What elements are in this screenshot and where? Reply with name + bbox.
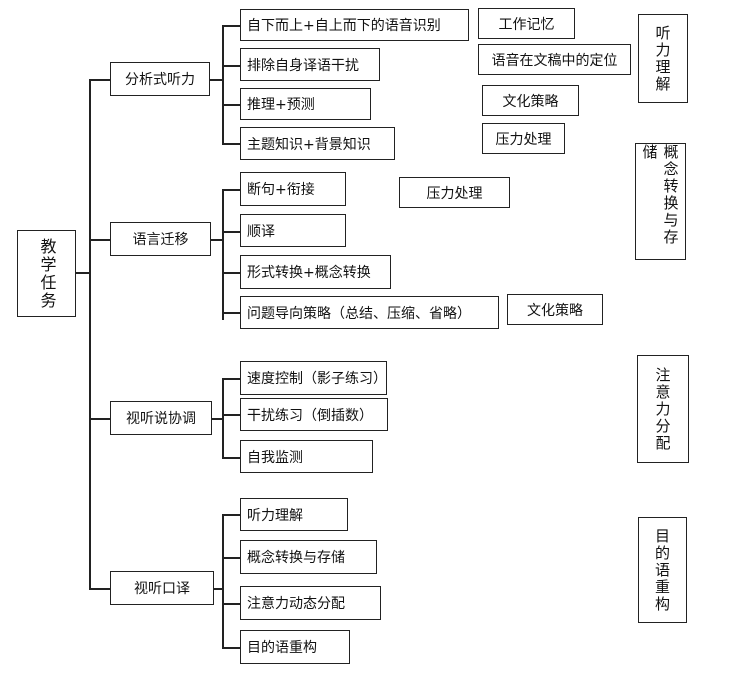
- note-pressure-2: 压力处理: [399, 177, 510, 208]
- goal-target-language-reconstruction: 目的语重构: [638, 517, 687, 623]
- item-problem-oriented-strategy: 问题导向策略（总结、压缩、省略）: [240, 296, 499, 329]
- branch-3-tick-3: [222, 457, 240, 459]
- note-working-memory: 工作记忆: [478, 8, 575, 39]
- branch-audio-visual-coordination: 视听说协调: [110, 401, 212, 435]
- item-topic-background-knowledge: 主题知识+背景知识: [240, 127, 395, 160]
- goal-attention-allocation: 注意力分配: [637, 355, 689, 463]
- branch-3-tick-2: [222, 414, 240, 416]
- item-segmentation-cohesion: 断句+衔接: [240, 172, 346, 206]
- branch-2-tick-4: [222, 312, 240, 314]
- branch-1-spine: [222, 25, 224, 144]
- item-listening-comprehension: 听力理解: [240, 498, 348, 531]
- item-interference-practice: 干扰练习（倒插数）: [240, 398, 388, 431]
- branch-2-tick-3: [222, 272, 240, 274]
- branch-2-stub: [211, 239, 223, 241]
- item-linear-translation: 顺译: [240, 214, 346, 247]
- item-attention-allocation: 注意力动态分配: [240, 586, 381, 620]
- root-node: 教学任务: [17, 230, 76, 317]
- branch-4-tick-1: [222, 514, 240, 516]
- branch-4-tick-2: [222, 557, 240, 559]
- goal-listening-comprehension: 听力理解: [638, 14, 688, 103]
- branch-4-stub: [214, 588, 223, 590]
- item-form-concept-conversion: 形式转换+概念转换: [240, 255, 391, 289]
- branch-3-spine: [222, 378, 224, 458]
- branch-2-spine: [222, 189, 224, 320]
- item-exclude-self-interference: 排除自身译语干扰: [240, 48, 380, 81]
- trunk-branch-4-line: [89, 588, 111, 590]
- note-speech-position: 语音在文稿中的定位: [478, 44, 631, 75]
- trunk-branch-2-line: [89, 239, 111, 241]
- item-concept-conversion-storage: 概念转换与存储: [240, 540, 377, 574]
- branch-1-tick-1: [222, 25, 240, 27]
- trunk-branch-3-line: [89, 418, 111, 420]
- note-pressure-1: 压力处理: [482, 123, 565, 154]
- branch-2-tick-1: [222, 189, 240, 191]
- branch-3-stub: [212, 418, 223, 420]
- branch-language-transfer: 语言迁移: [110, 222, 211, 256]
- note-culture-strategy-2: 文化策略: [507, 294, 603, 325]
- branch-1-tick-3: [222, 104, 240, 106]
- branch-2-tick-2: [222, 231, 240, 233]
- trunk-branch-1-line: [89, 79, 111, 81]
- item-self-monitoring: 自我监测: [240, 440, 373, 473]
- root-trunk-line: [89, 79, 91, 589]
- branch-1-tick-4: [222, 143, 240, 145]
- item-target-language-reconstruction: 目的语重构: [240, 630, 350, 664]
- item-bottom-up-top-down: 自下而上+自上而下的语音识别: [240, 9, 469, 41]
- root-stub-line: [76, 272, 90, 274]
- branch-sight-interpretation: 视听口译: [110, 571, 214, 605]
- branch-4-tick-3: [222, 603, 240, 605]
- branch-4-tick-4: [222, 647, 240, 649]
- branch-1-tick-2: [222, 65, 240, 67]
- item-speed-control: 速度控制（影子练习）: [240, 361, 387, 395]
- branch-3-tick-1: [222, 378, 240, 380]
- item-reasoning-prediction: 推理+预测: [240, 88, 371, 120]
- branch-analytical-listening: 分析式听力: [110, 62, 210, 96]
- branch-1-stub: [210, 79, 223, 81]
- branch-4-spine: [222, 514, 224, 648]
- goal-concept-conversion-storage: 概念转换与存储: [635, 143, 686, 260]
- note-culture-strategy-1: 文化策略: [482, 85, 579, 116]
